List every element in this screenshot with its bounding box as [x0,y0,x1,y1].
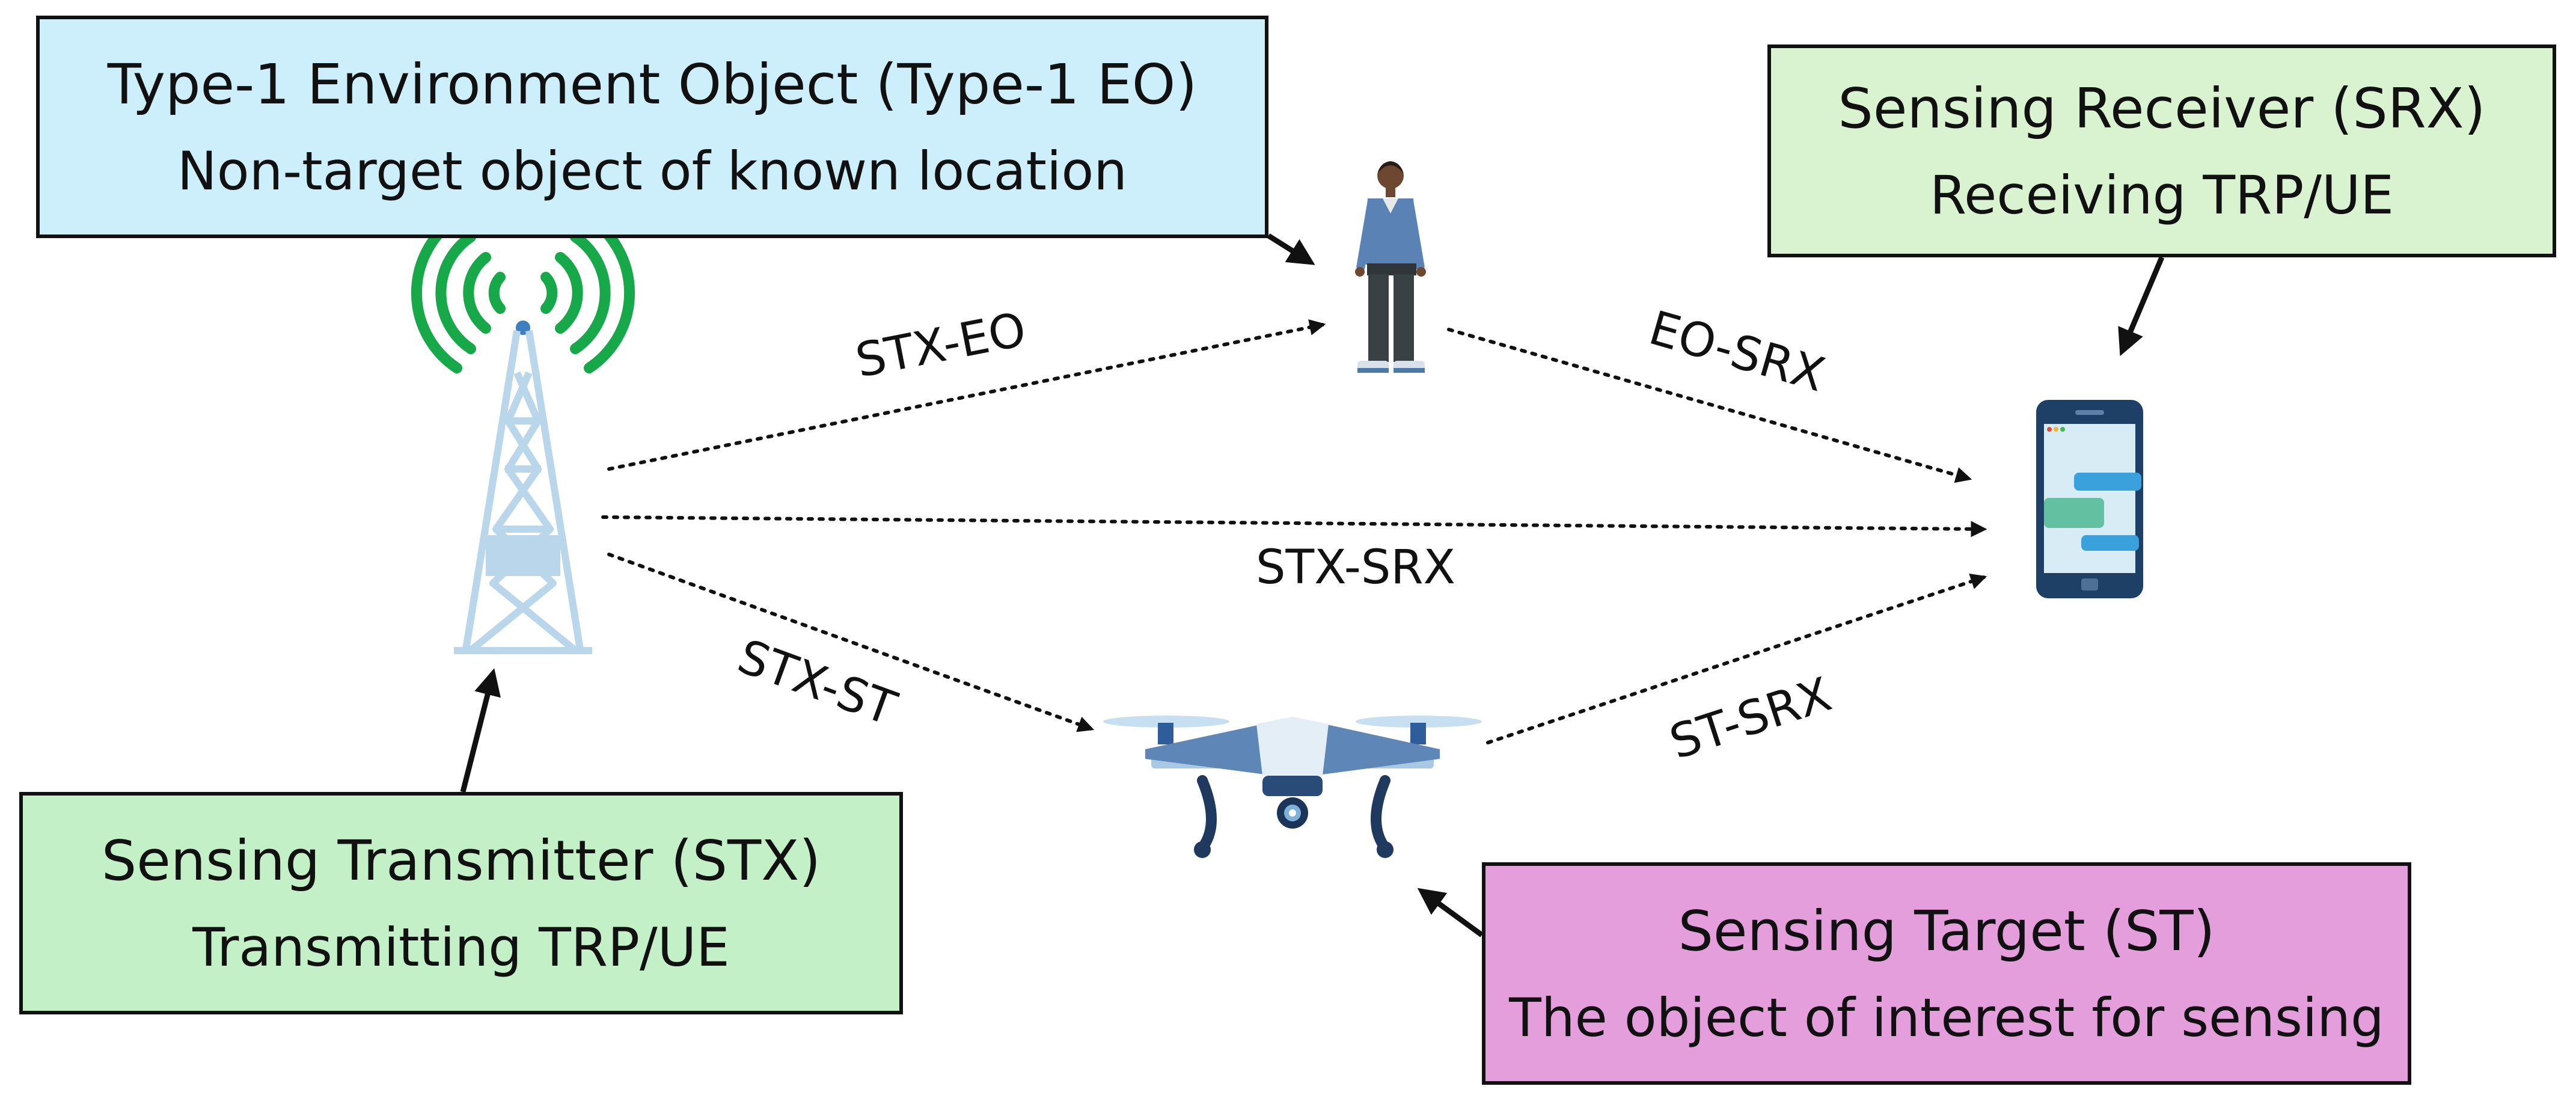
sensing-transmitter-title: Sensing Transmitter (STX) [101,828,821,893]
environment-object-title: Type-1 Environment Object (Type-1 EO) [107,52,1198,117]
sensing-transmitter-subtitle: Transmitting TRP/UE [192,916,730,978]
link-stx-st [607,553,1095,732]
sensing-receiver-box: Sensing Receiver (SRX) Receiving TRP/UE [1767,44,2556,257]
label-st-srx: ST-SRX [1663,667,1838,770]
sensing-target-box: Sensing Target (ST) The object of intere… [1482,862,2411,1085]
link-st-srx [1486,574,1987,744]
label-eo-srx: EO-SRX [1643,301,1830,403]
stx-pointer-arrow [460,668,501,793]
link-stx-eo [607,319,1326,471]
sensing-target-subtitle: The object of interest for sensing [1509,986,2384,1049]
sensing-target-title: Sensing Target (ST) [1678,898,2215,963]
environment-object-subtitle: Non-target object of known location [177,140,1128,202]
label-stx-srx: STX-SRX [1256,541,1455,595]
label-stx-eo: STX-EO [851,302,1030,388]
sensing-transmitter-box: Sensing Transmitter (STX) Transmitting T… [19,792,903,1014]
srx-pointer-arrow [2118,256,2165,357]
sensing-receiver-subtitle: Receiving TRP/UE [1929,164,2394,226]
environment-object-box: Type-1 Environment Object (Type-1 EO) No… [36,16,1268,238]
drone-icon [1103,716,1482,858]
sensing-receiver-title: Sensing Receiver (SRX) [1838,76,2486,141]
person-icon [1355,161,1426,373]
link-eo-srx [1447,328,1972,483]
link-stx-srx [601,515,1987,538]
cell-tower-icon [411,212,635,654]
label-stx-st: STX-ST [731,630,904,737]
st-pointer-arrow [1417,888,1484,937]
signal-waves-icon [411,212,635,373]
eo-pointer-arrow [1267,233,1315,265]
smartphone-icon [2036,400,2143,598]
